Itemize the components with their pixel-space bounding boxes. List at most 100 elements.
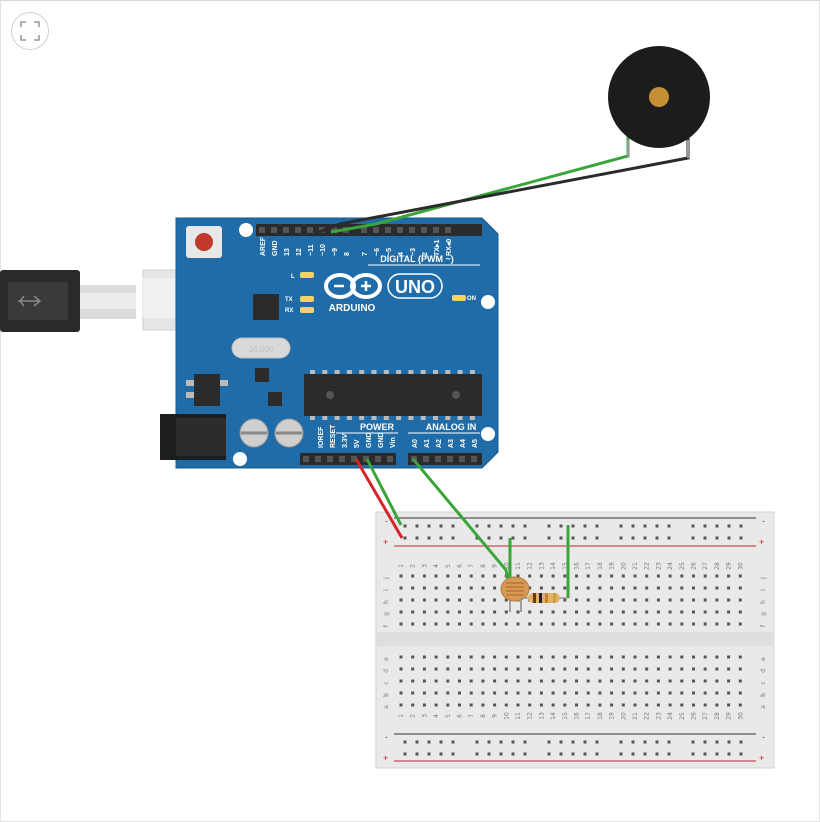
terminal-hole[interactable] <box>458 586 461 590</box>
terminal-hole[interactable] <box>645 598 649 602</box>
terminal-hole[interactable] <box>422 703 426 707</box>
digital-pin-hole[interactable] <box>397 227 403 233</box>
terminal-hole[interactable] <box>668 574 672 578</box>
terminal-hole[interactable] <box>727 691 731 695</box>
terminal-hole[interactable] <box>703 622 707 626</box>
terminal-hole[interactable] <box>668 655 672 659</box>
rail-hole[interactable] <box>451 752 455 756</box>
rail-hole[interactable] <box>403 536 407 540</box>
terminal-hole[interactable] <box>469 574 473 578</box>
terminal-hole[interactable] <box>621 610 625 614</box>
rail-hole[interactable] <box>439 524 443 528</box>
terminal-hole[interactable] <box>621 598 625 602</box>
terminal-hole[interactable] <box>434 691 438 695</box>
terminal-hole[interactable] <box>598 703 602 707</box>
terminal-hole[interactable] <box>668 586 672 590</box>
terminal-hole[interactable] <box>539 679 543 683</box>
terminal-hole[interactable] <box>493 691 497 695</box>
terminal-hole[interactable] <box>516 691 520 695</box>
terminal-hole[interactable] <box>598 622 602 626</box>
terminal-hole[interactable] <box>598 691 602 695</box>
terminal-hole[interactable] <box>668 703 672 707</box>
terminal-hole[interactable] <box>610 691 614 695</box>
rail-hole[interactable] <box>451 524 455 528</box>
terminal-hole[interactable] <box>458 655 461 659</box>
terminal-hole[interactable] <box>422 586 426 590</box>
terminal-hole[interactable] <box>551 691 555 695</box>
terminal-hole[interactable] <box>633 703 637 707</box>
terminal-hole[interactable] <box>539 703 543 707</box>
rail-hole[interactable] <box>547 740 551 744</box>
terminal-hole[interactable] <box>610 679 614 683</box>
rail-hole[interactable] <box>643 752 647 756</box>
terminal-hole[interactable] <box>411 598 415 602</box>
rail-hole[interactable] <box>523 740 527 744</box>
power-pin-hole[interactable] <box>303 456 309 462</box>
terminal-hole[interactable] <box>422 655 426 659</box>
rail-hole[interactable] <box>559 524 563 528</box>
rail-hole[interactable] <box>571 536 575 540</box>
digital-pin-hole[interactable] <box>361 227 367 233</box>
terminal-hole[interactable] <box>481 622 485 626</box>
terminal-hole[interactable] <box>738 598 742 602</box>
rail-hole[interactable] <box>511 740 515 744</box>
terminal-hole[interactable] <box>528 586 532 590</box>
terminal-hole[interactable] <box>539 574 543 578</box>
terminal-hole[interactable] <box>469 586 473 590</box>
terminal-hole[interactable] <box>539 610 543 614</box>
rail-hole[interactable] <box>559 536 563 540</box>
photoresistor[interactable] <box>500 576 530 612</box>
terminal-hole[interactable] <box>411 691 415 695</box>
terminal-hole[interactable] <box>692 667 695 671</box>
rail-hole[interactable] <box>427 740 431 744</box>
terminal-hole[interactable] <box>469 610 473 614</box>
terminal-hole[interactable] <box>738 691 742 695</box>
terminal-hole[interactable] <box>738 610 742 614</box>
power-pin-hole[interactable] <box>315 456 321 462</box>
terminal-hole[interactable] <box>434 574 438 578</box>
terminal-hole[interactable] <box>645 655 649 659</box>
terminal-hole[interactable] <box>563 655 567 659</box>
terminal-hole[interactable] <box>621 655 625 659</box>
rail-hole[interactable] <box>475 740 479 744</box>
rail-hole[interactable] <box>631 752 635 756</box>
terminal-hole[interactable] <box>715 691 719 695</box>
terminal-hole[interactable] <box>715 598 719 602</box>
breadboard[interactable]: - - + + - - + + 112233445566778899101011… <box>375 511 775 769</box>
terminal-hole[interactable] <box>692 691 695 695</box>
terminal-hole[interactable] <box>645 586 649 590</box>
terminal-hole[interactable] <box>621 622 625 626</box>
rail-hole[interactable] <box>691 524 695 528</box>
fit-to-view-button[interactable] <box>11 12 49 50</box>
terminal-hole[interactable] <box>563 574 567 578</box>
terminal-hole[interactable] <box>680 667 684 671</box>
terminal-hole[interactable] <box>399 691 403 695</box>
terminal-hole[interactable] <box>727 655 731 659</box>
terminal-hole[interactable] <box>598 586 602 590</box>
terminal-hole[interactable] <box>411 667 415 671</box>
terminal-hole[interactable] <box>528 691 532 695</box>
power-pin-hole[interactable] <box>339 456 345 462</box>
terminal-hole[interactable] <box>645 679 649 683</box>
terminal-hole[interactable] <box>680 703 684 707</box>
terminal-hole[interactable] <box>715 667 719 671</box>
rail-hole[interactable] <box>523 524 527 528</box>
terminal-hole[interactable] <box>493 574 497 578</box>
terminal-hole[interactable] <box>610 598 614 602</box>
rail-hole[interactable] <box>619 524 623 528</box>
terminal-hole[interactable] <box>422 610 426 614</box>
rail-hole[interactable] <box>643 524 647 528</box>
rail-hole[interactable] <box>511 752 515 756</box>
terminal-hole[interactable] <box>434 598 438 602</box>
rail-hole[interactable] <box>691 536 695 540</box>
terminal-hole[interactable] <box>598 610 602 614</box>
terminal-hole[interactable] <box>422 622 426 626</box>
terminal-hole[interactable] <box>621 703 625 707</box>
terminal-hole[interactable] <box>528 667 532 671</box>
terminal-hole[interactable] <box>727 610 731 614</box>
terminal-hole[interactable] <box>539 586 543 590</box>
terminal-hole[interactable] <box>703 691 707 695</box>
terminal-hole[interactable] <box>399 703 403 707</box>
terminal-hole[interactable] <box>586 586 590 590</box>
terminal-hole[interactable] <box>481 574 485 578</box>
